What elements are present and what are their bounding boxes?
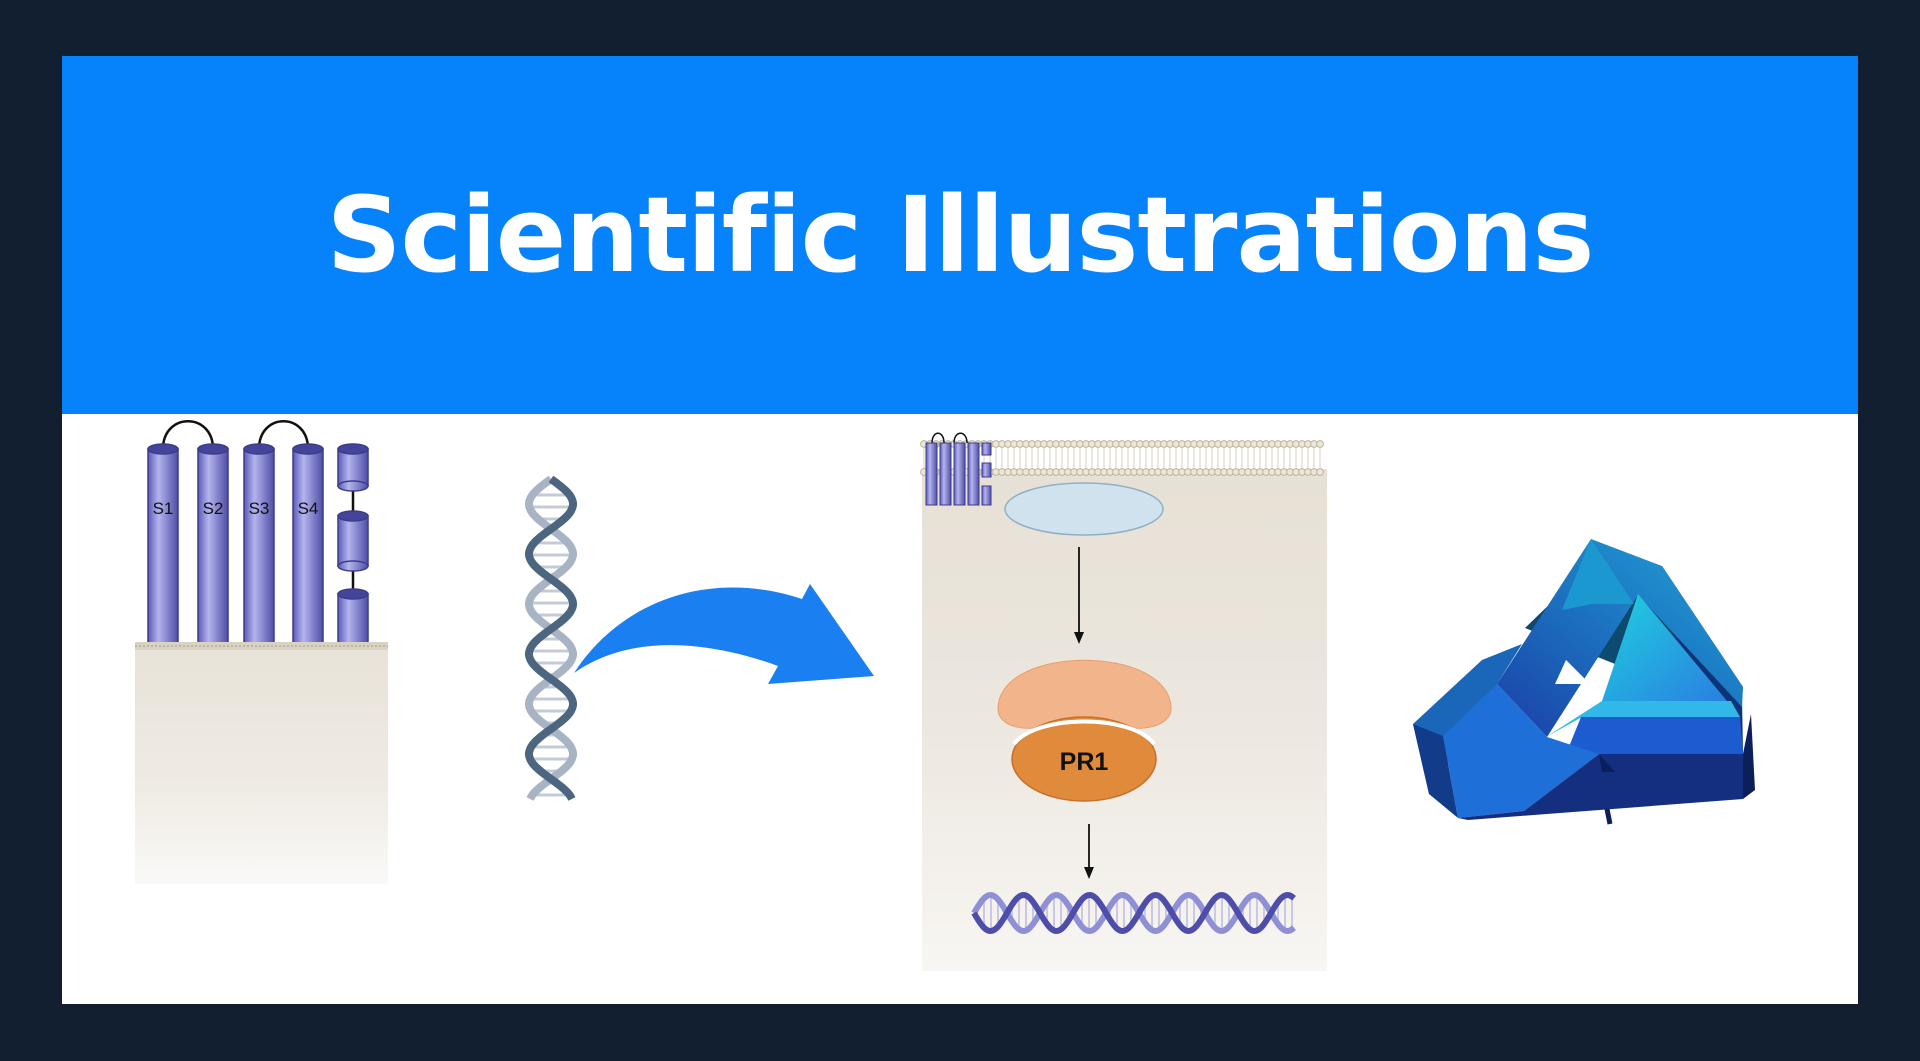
segment-label: S3 [249, 499, 270, 518]
pr1-protein [1011, 716, 1157, 802]
title-banner: Scientific Illustrations [62, 56, 1858, 414]
membrane-block [135, 642, 388, 884]
protein-label: PR1 [1060, 748, 1109, 776]
segment-label: S2 [203, 499, 224, 518]
curved-arrow-icon [574, 584, 874, 684]
illustration-area: S1 S2 S3 S4 [135, 420, 1755, 971]
mini-ion-channel-icon [925, 432, 992, 506]
segment-label: S4 [298, 499, 319, 518]
segment-label: S1 [153, 499, 174, 518]
page-title: Scientific Illustrations [326, 174, 1595, 296]
receptor [1004, 482, 1164, 536]
signaling-pathway-panel: PR1 [920, 432, 1327, 971]
dna-double-helix-icon [971, 891, 1296, 935]
ion-channel-icon: S1 S2 S3 S4 [147, 420, 369, 692]
dna-helix-icon [525, 475, 577, 801]
content-frame: Scientific Illustrations [62, 56, 1858, 1004]
membrane-lipids [920, 440, 1324, 476]
affinity-photo-logo-icon [1413, 539, 1755, 825]
